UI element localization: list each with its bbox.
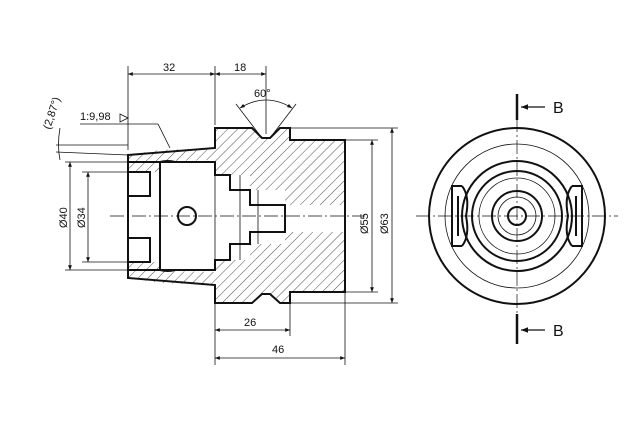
outer-circle [428,127,606,305]
dim-46-label: 46 [272,344,284,356]
inner-ring-2 [478,177,556,255]
center-hole [507,206,527,226]
section-marker-top: B [515,94,564,120]
dimension-26: 26 [214,303,291,365]
bore-circle [491,190,543,242]
dim-angle-label: 60° [254,88,271,100]
dim-dia63-label: Ø63 [379,213,391,234]
dimension-dia40: Ø40 [58,161,160,271]
section-marker-bottom: B [515,314,564,344]
taper-annotation: 1:9,98 (2,87°) [41,96,171,161]
inner-ring [471,170,563,262]
taper-angle-label: (2,87°) [41,96,63,131]
mid-circle [461,160,573,272]
right-slot [565,185,583,247]
section-marker-top-label: B [553,100,564,117]
dim-dia55-label: Ø55 [359,213,371,234]
taper-ratio-label: 1:9,98 [80,111,111,123]
dimension-angle: 60° [235,88,297,139]
bore-inner-circle [497,196,537,236]
dimension-dia34: Ø34 [76,171,128,263]
dimension-dia63: Ø63 [290,127,398,304]
left-slot [451,185,469,247]
dimension-32: 32 [127,62,216,150]
dim-26-label: 26 [244,317,256,329]
dimension-dia55: Ø55 [345,139,378,293]
section-view: 32 18 60° 1:9,98 (2,87°) [41,62,398,365]
groove-circle [444,143,590,289]
end-view: B B [416,94,618,344]
part-outline [127,127,346,304]
dim-dia34-label: Ø34 [76,207,88,228]
dim-32-label: 32 [163,62,175,74]
dimension-46: 46 [215,292,346,365]
dim-18-label: 18 [234,62,246,74]
hatched-material [128,128,345,303]
section-marker-bottom-label: B [553,323,564,340]
dim-dia40-label: Ø40 [58,207,70,228]
